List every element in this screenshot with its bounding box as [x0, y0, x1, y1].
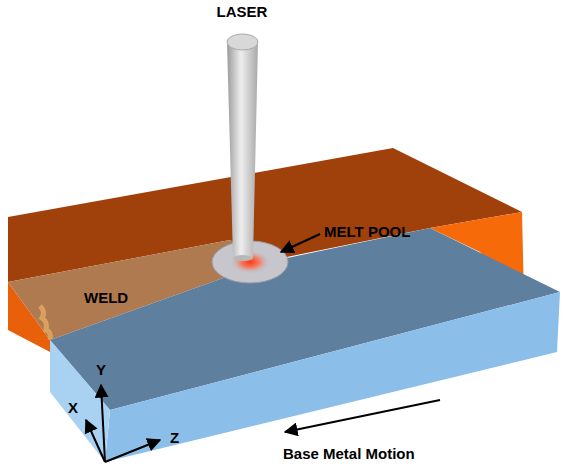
melt-pool-label: MELT POOL — [324, 224, 410, 241]
leader-line — [281, 234, 320, 252]
y-axis — [101, 385, 105, 462]
laser-label: LASER — [217, 4, 268, 21]
laser-beam — [227, 42, 258, 258]
beam-tip — [233, 255, 253, 261]
z-axis — [105, 440, 160, 462]
weld-label: WELD — [84, 290, 128, 307]
beam-top — [227, 34, 258, 50]
motion-arrow — [285, 400, 440, 432]
x-axis — [86, 420, 105, 462]
blue-end — [50, 340, 110, 462]
axis-label: Z — [170, 430, 179, 447]
axis-label: X — [68, 400, 78, 417]
weld-ripple — [40, 306, 51, 340]
axis-label: Y — [96, 362, 106, 379]
motion-label: Base Metal Motion — [283, 446, 415, 463]
blue-front — [105, 292, 560, 462]
